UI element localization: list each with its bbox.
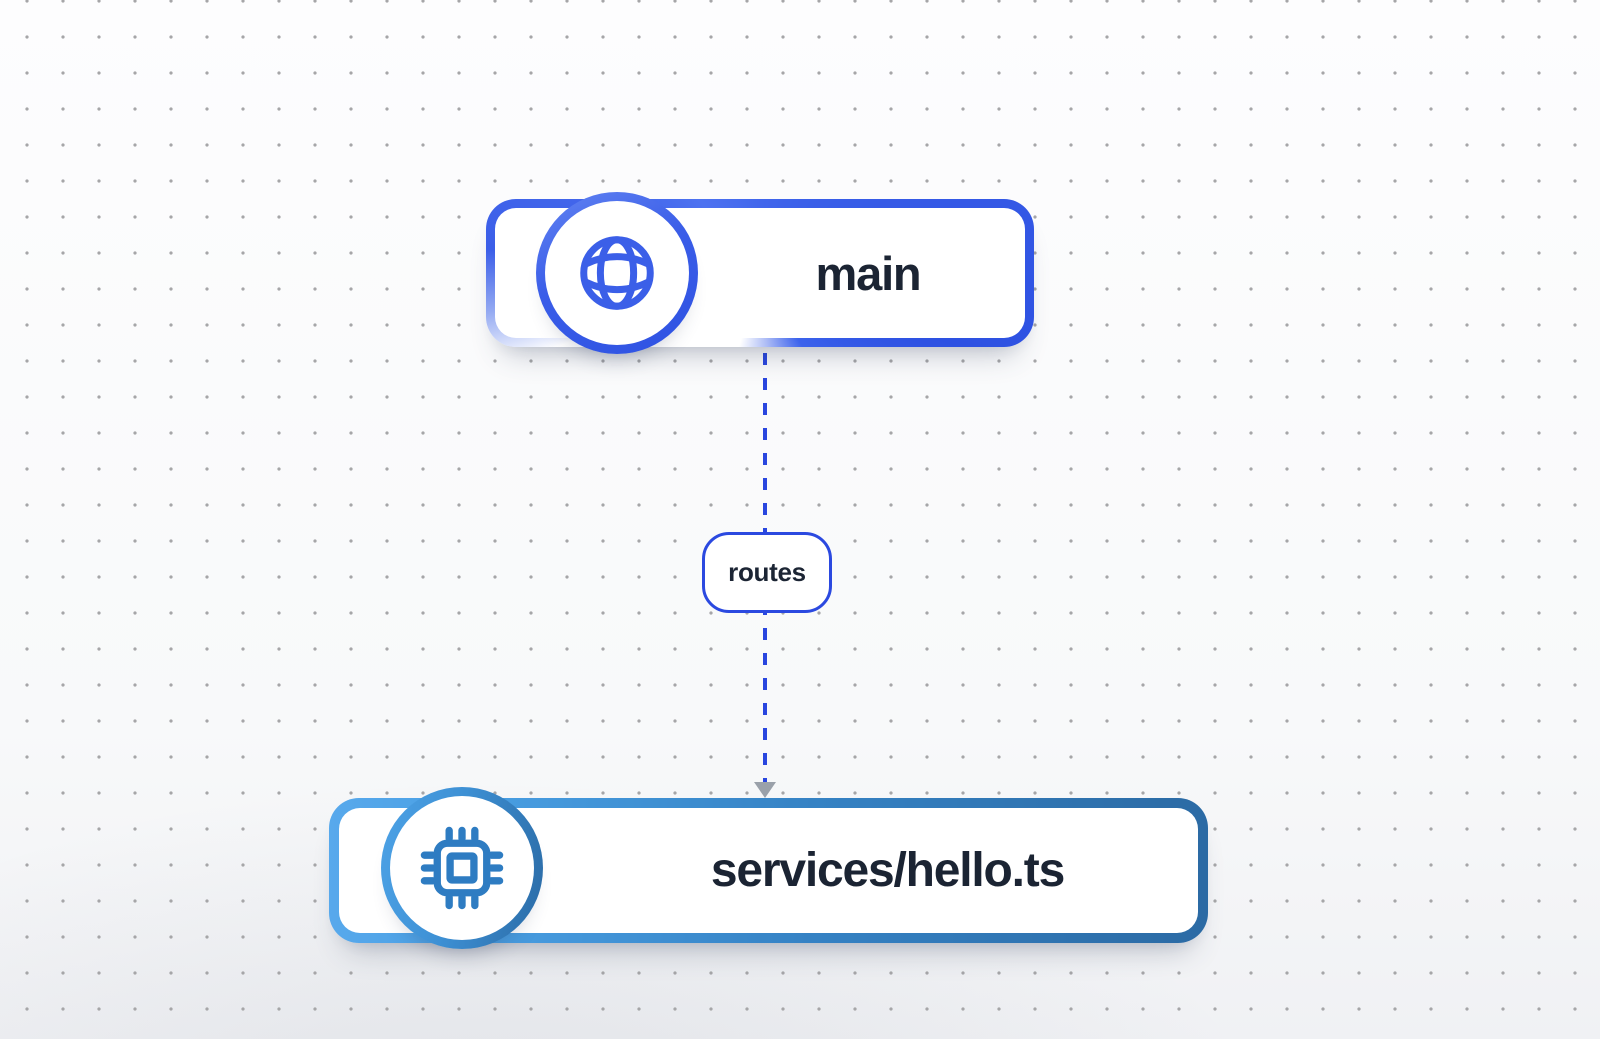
edge-arrowhead-icon (754, 782, 776, 798)
globe-icon (580, 236, 654, 310)
node-main[interactable]: main (486, 192, 1034, 354)
node-services-hello[interactable]: services/hello.ts (329, 787, 1208, 949)
chip-icon (420, 826, 504, 910)
node-main-label: main (815, 246, 922, 300)
edge-label-routes[interactable]: routes (702, 532, 832, 613)
node-services-icon-badge (381, 787, 543, 949)
edge-label-text: routes (728, 557, 806, 587)
node-services-label: services/hello.ts (710, 844, 1065, 897)
node-main-icon-badge (536, 192, 698, 354)
node-services-icon-circle (390, 796, 534, 940)
node-main-icon-circle (545, 201, 689, 345)
